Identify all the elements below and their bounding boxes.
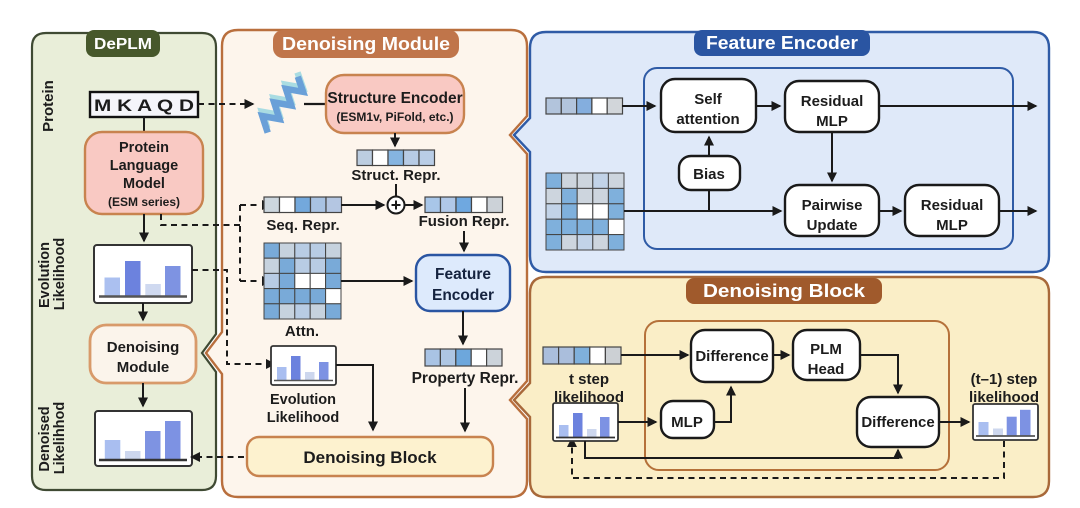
svg-text:(ESM series): (ESM series) [108, 195, 180, 209]
svg-text:Feature: Feature [435, 266, 491, 283]
svg-text:Difference: Difference [695, 348, 768, 365]
svg-text:DePLM: DePLM [94, 36, 152, 53]
svg-text:Denoising Block: Denoising Block [303, 448, 437, 467]
svg-text:Seq. Repr.: Seq. Repr. [266, 217, 339, 234]
svg-text:Residual: Residual [801, 93, 864, 110]
svg-text:Denoised: Denoised [37, 406, 53, 471]
svg-text:Structure Encoder: Structure Encoder [327, 90, 462, 107]
svg-text:Language: Language [110, 158, 178, 174]
svg-text:Denoising Module: Denoising Module [282, 34, 450, 54]
svg-text:Denoising: Denoising [107, 339, 180, 356]
svg-text:Denoising Block: Denoising Block [703, 281, 866, 301]
svg-text:MLP: MLP [671, 414, 703, 431]
svg-text:Evolution: Evolution [270, 392, 336, 408]
svg-text:Feature Encoder: Feature Encoder [706, 33, 858, 53]
svg-text:Head: Head [808, 361, 845, 378]
svg-text:Likelihhod: Likelihhod [52, 402, 68, 475]
svg-text:MLP: MLP [816, 113, 848, 130]
svg-text:Self: Self [694, 91, 723, 108]
svg-text:Property Repr.: Property Repr. [412, 370, 519, 387]
svg-text:Model: Model [123, 176, 165, 192]
svg-text:Bias: Bias [693, 166, 725, 183]
svg-text:Likelihood: Likelihood [52, 238, 68, 311]
svg-text:Evolution: Evolution [37, 242, 53, 308]
svg-text:Likelihood: Likelihood [267, 410, 340, 426]
svg-text:likelihood: likelihood [969, 389, 1039, 406]
svg-text:Encoder: Encoder [432, 287, 494, 304]
svg-text:Protein: Protein [40, 80, 57, 132]
svg-text:Fusion Repr.: Fusion Repr. [419, 213, 510, 230]
svg-text:t step: t step [569, 371, 609, 388]
svg-text:(t–1) step: (t–1) step [971, 371, 1038, 388]
svg-text:(ESM1v, PiFold, etc.): (ESM1v, PiFold, etc.) [336, 110, 453, 124]
svg-text:Protein: Protein [119, 140, 169, 156]
svg-text:Attn.: Attn. [285, 323, 319, 340]
svg-text:attention: attention [676, 111, 739, 128]
svg-text:Residual: Residual [921, 197, 984, 214]
svg-text:M K A Q D: M K A Q D [94, 96, 194, 115]
svg-text:MLP: MLP [936, 217, 968, 234]
svg-text:PLM: PLM [810, 341, 842, 358]
svg-text:Struct. Repr.: Struct. Repr. [351, 167, 440, 184]
svg-text:Update: Update [807, 217, 858, 234]
svg-text:likelihood: likelihood [554, 389, 624, 406]
svg-text:Difference: Difference [861, 414, 934, 431]
svg-text:Module: Module [117, 359, 170, 376]
svg-text:Pairwise: Pairwise [802, 197, 863, 214]
